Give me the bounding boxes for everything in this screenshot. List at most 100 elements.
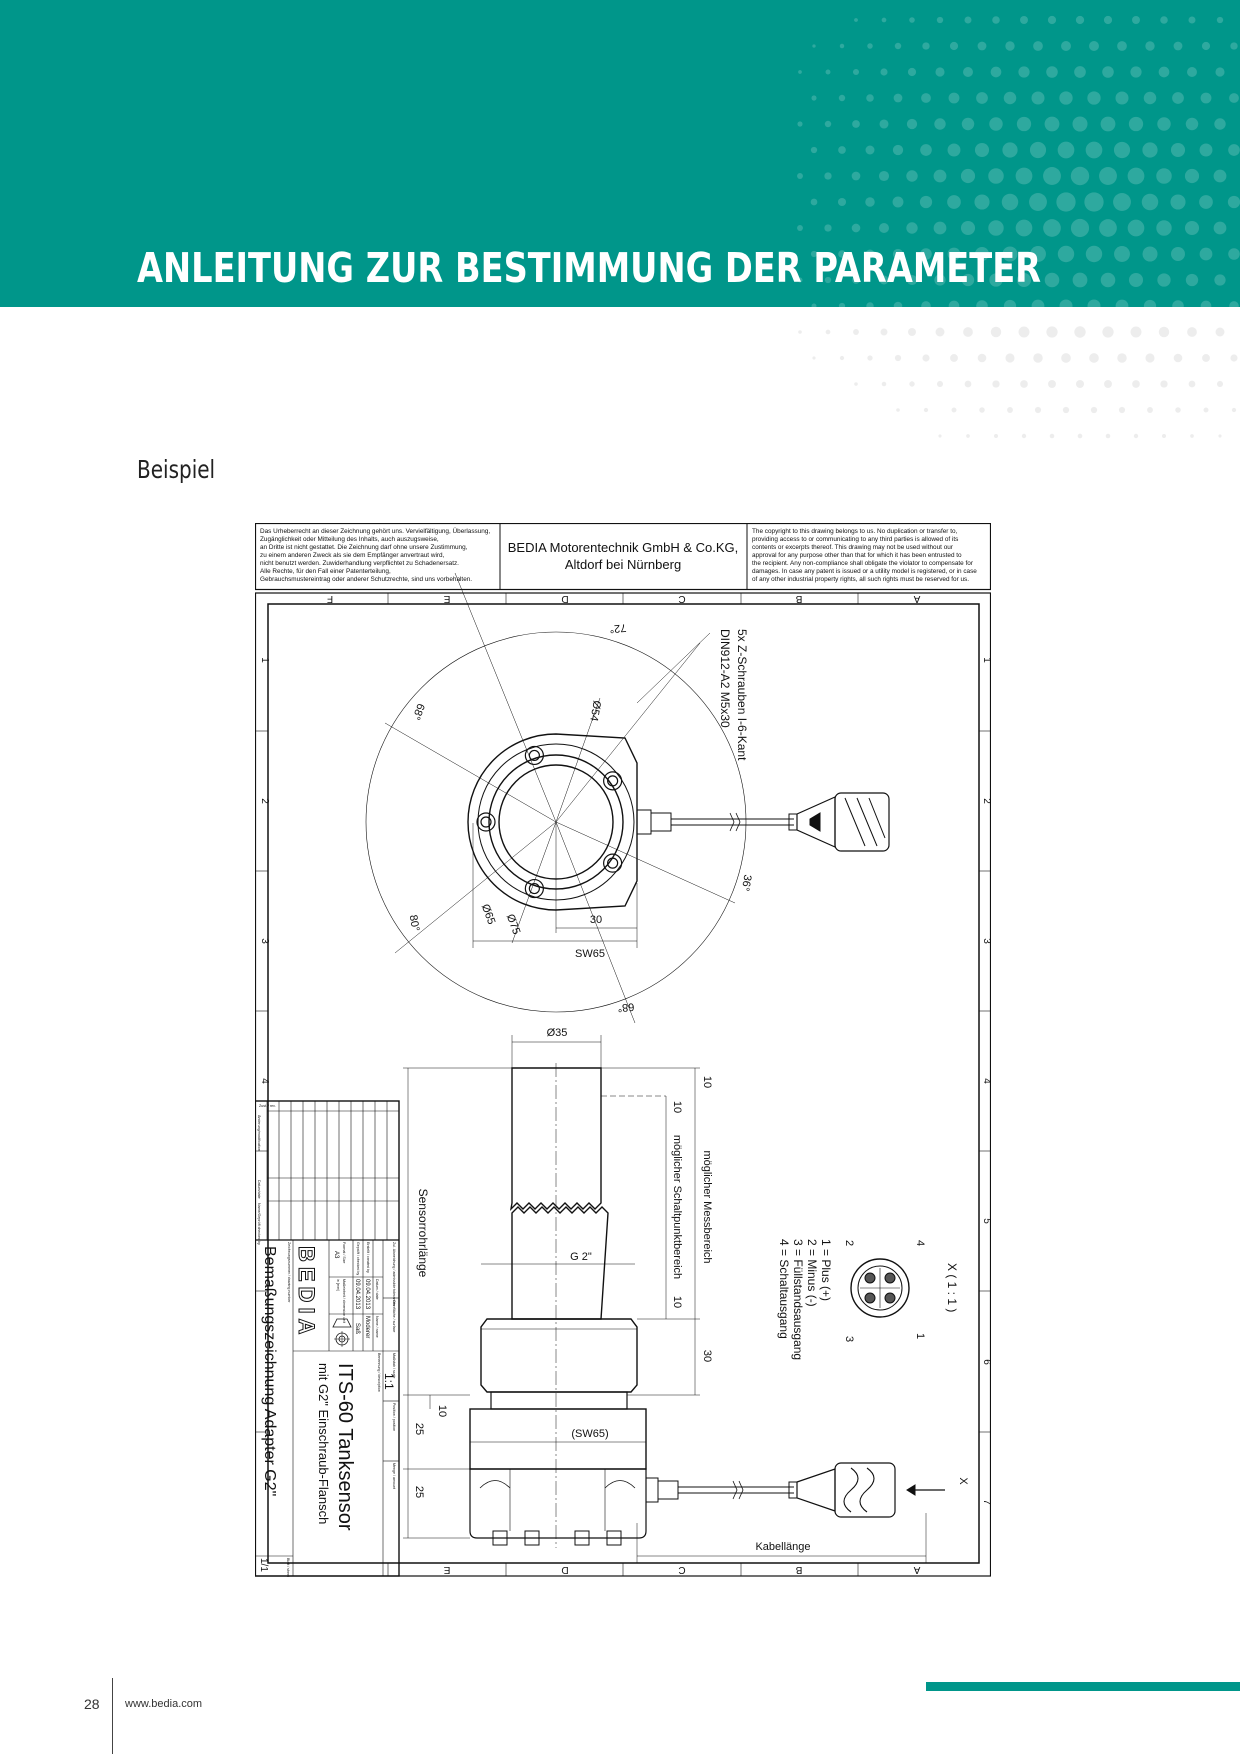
- date-label: Datum / date: [375, 1279, 379, 1300]
- created-date: 09.04.2013: [364, 1279, 370, 1310]
- decorative-dot: [938, 434, 942, 438]
- decorative-dot: [1158, 326, 1170, 338]
- decorative-dot: [1172, 300, 1184, 312]
- dim-30-label: 30: [590, 914, 602, 926]
- decorative-dot: [1057, 245, 1075, 263]
- decorative-dot: [824, 224, 832, 232]
- bedia-logo: BEDIA: [294, 1246, 319, 1339]
- decorative-dot: [838, 250, 846, 258]
- tolerance-label: Zul. Abweichung / admissible tolerances: [392, 1242, 396, 1306]
- sw65-side-label: (SW65): [571, 1428, 608, 1440]
- decorative-dot: [989, 117, 1003, 131]
- decorative-dot: [1090, 406, 1098, 414]
- decorative-dot: [824, 120, 832, 128]
- dim-30-label: 30: [701, 1350, 713, 1362]
- decorative-dot: [797, 277, 803, 283]
- decorative-dot: [908, 328, 916, 336]
- decorative-dot: [1029, 141, 1047, 159]
- screws-spec-label: DIN912-A2 M5x30: [718, 629, 732, 728]
- amount-label: Menge / amount: [392, 1463, 396, 1489]
- decorative-dot: [1020, 380, 1028, 388]
- checked-date: 09.04.2013: [354, 1279, 360, 1310]
- decorative-dot: [923, 407, 929, 413]
- scale-value: 1:1: [382, 1373, 396, 1390]
- decorative-dot: [1021, 433, 1027, 439]
- decorative-dot: [797, 225, 803, 231]
- decorative-dot: [851, 223, 861, 233]
- decorative-dot: [1005, 353, 1015, 363]
- decorative-dot: [853, 329, 859, 335]
- decorative-dot: [1047, 15, 1057, 25]
- decorative-dot: [1200, 300, 1212, 312]
- decorative-dot: [892, 144, 904, 156]
- decorative-dot: [1184, 220, 1200, 236]
- pin-legend-item: 3 = Füllstandsausgang: [791, 1239, 805, 1360]
- decorative-dot: [1084, 192, 1104, 212]
- decorative-dot: [812, 356, 816, 360]
- decorative-dot: [988, 168, 1004, 184]
- decorative-dot: [919, 195, 933, 209]
- decorative-dot: [1160, 380, 1168, 388]
- decorative-dot: [1089, 41, 1099, 51]
- decorative-dot: [797, 121, 803, 127]
- decorative-dot: [1157, 273, 1171, 287]
- grid-number: 6: [981, 1359, 991, 1365]
- decorative-dot: [1070, 218, 1090, 238]
- measure-range-label: möglicher Messbereich: [701, 1150, 713, 1263]
- decorative-dot: [1229, 301, 1239, 311]
- decorative-dot: [1030, 246, 1046, 262]
- sw65-label: SW65: [575, 948, 605, 960]
- dia-65-label: Ø65: [479, 903, 497, 927]
- drawing-number: Bemaßungszeichnung Adapter G2": [261, 1246, 278, 1496]
- decorative-dot: [837, 197, 847, 207]
- decorative-dot: [1130, 326, 1142, 338]
- header-band: [0, 0, 1240, 307]
- decorative-dot: [1201, 41, 1211, 51]
- copyright-de-line: nicht benutzt werden. Zuwiderhandlung ve…: [260, 560, 459, 567]
- decorative-dot: [906, 170, 918, 182]
- rev-header: Datum/date: [257, 1180, 261, 1199]
- copyright-en-line: contents or excerpts thereof. This drawi…: [752, 544, 954, 551]
- decorative-dot: [824, 276, 832, 284]
- decorative-dot: [1133, 433, 1139, 439]
- decorative-dot: [976, 92, 988, 104]
- decorative-dot: [1043, 167, 1061, 185]
- grid-letter: D: [561, 1564, 568, 1575]
- decorative-dot: [1229, 93, 1239, 103]
- decorative-dot: [1184, 168, 1200, 184]
- description-line-2: mit G2" Einschraub-Flansch: [316, 1363, 331, 1524]
- bolt-hole: [607, 857, 619, 869]
- bolt-hole: [528, 749, 540, 762]
- website-link[interactable]: www.bedia.com: [125, 1698, 203, 1710]
- decorative-dot: [1016, 272, 1032, 288]
- decorative-dot: [909, 381, 915, 387]
- decorative-dot: [1170, 142, 1186, 158]
- decorative-dot: [810, 250, 818, 258]
- dia-35-label: Ø35: [547, 1027, 568, 1039]
- decorative-dot: [1043, 219, 1061, 237]
- decorative-dot: [1188, 380, 1196, 388]
- grid-number: 1: [981, 657, 991, 663]
- decorative-dot: [1113, 193, 1131, 211]
- projection-symbol-icon: [332, 1318, 352, 1347]
- decorative-dot: [1102, 326, 1114, 338]
- decorative-dot: [1070, 166, 1090, 186]
- decorative-dot: [1188, 16, 1196, 24]
- grid-letter: F: [327, 593, 333, 604]
- decorative-dot: [852, 120, 860, 128]
- format-value: A3: [333, 1251, 339, 1259]
- rev-header: Änderung/modification: [257, 1115, 261, 1151]
- decorative-dot: [1100, 116, 1116, 132]
- decorative-dot: [975, 247, 989, 261]
- grid-letter: B: [795, 593, 802, 604]
- decorative-dot: [1087, 299, 1101, 313]
- grid-number: 4: [259, 1078, 270, 1084]
- decorative-dot: [1172, 92, 1184, 104]
- decorative-dot: [812, 44, 816, 48]
- decorative-dot: [1089, 353, 1099, 363]
- decorative-dot: [1130, 66, 1142, 78]
- decorative-dot: [1185, 273, 1199, 287]
- decorative-dot: [1061, 41, 1071, 51]
- decorative-dot: [1199, 143, 1213, 157]
- grid-letter: D: [561, 593, 568, 604]
